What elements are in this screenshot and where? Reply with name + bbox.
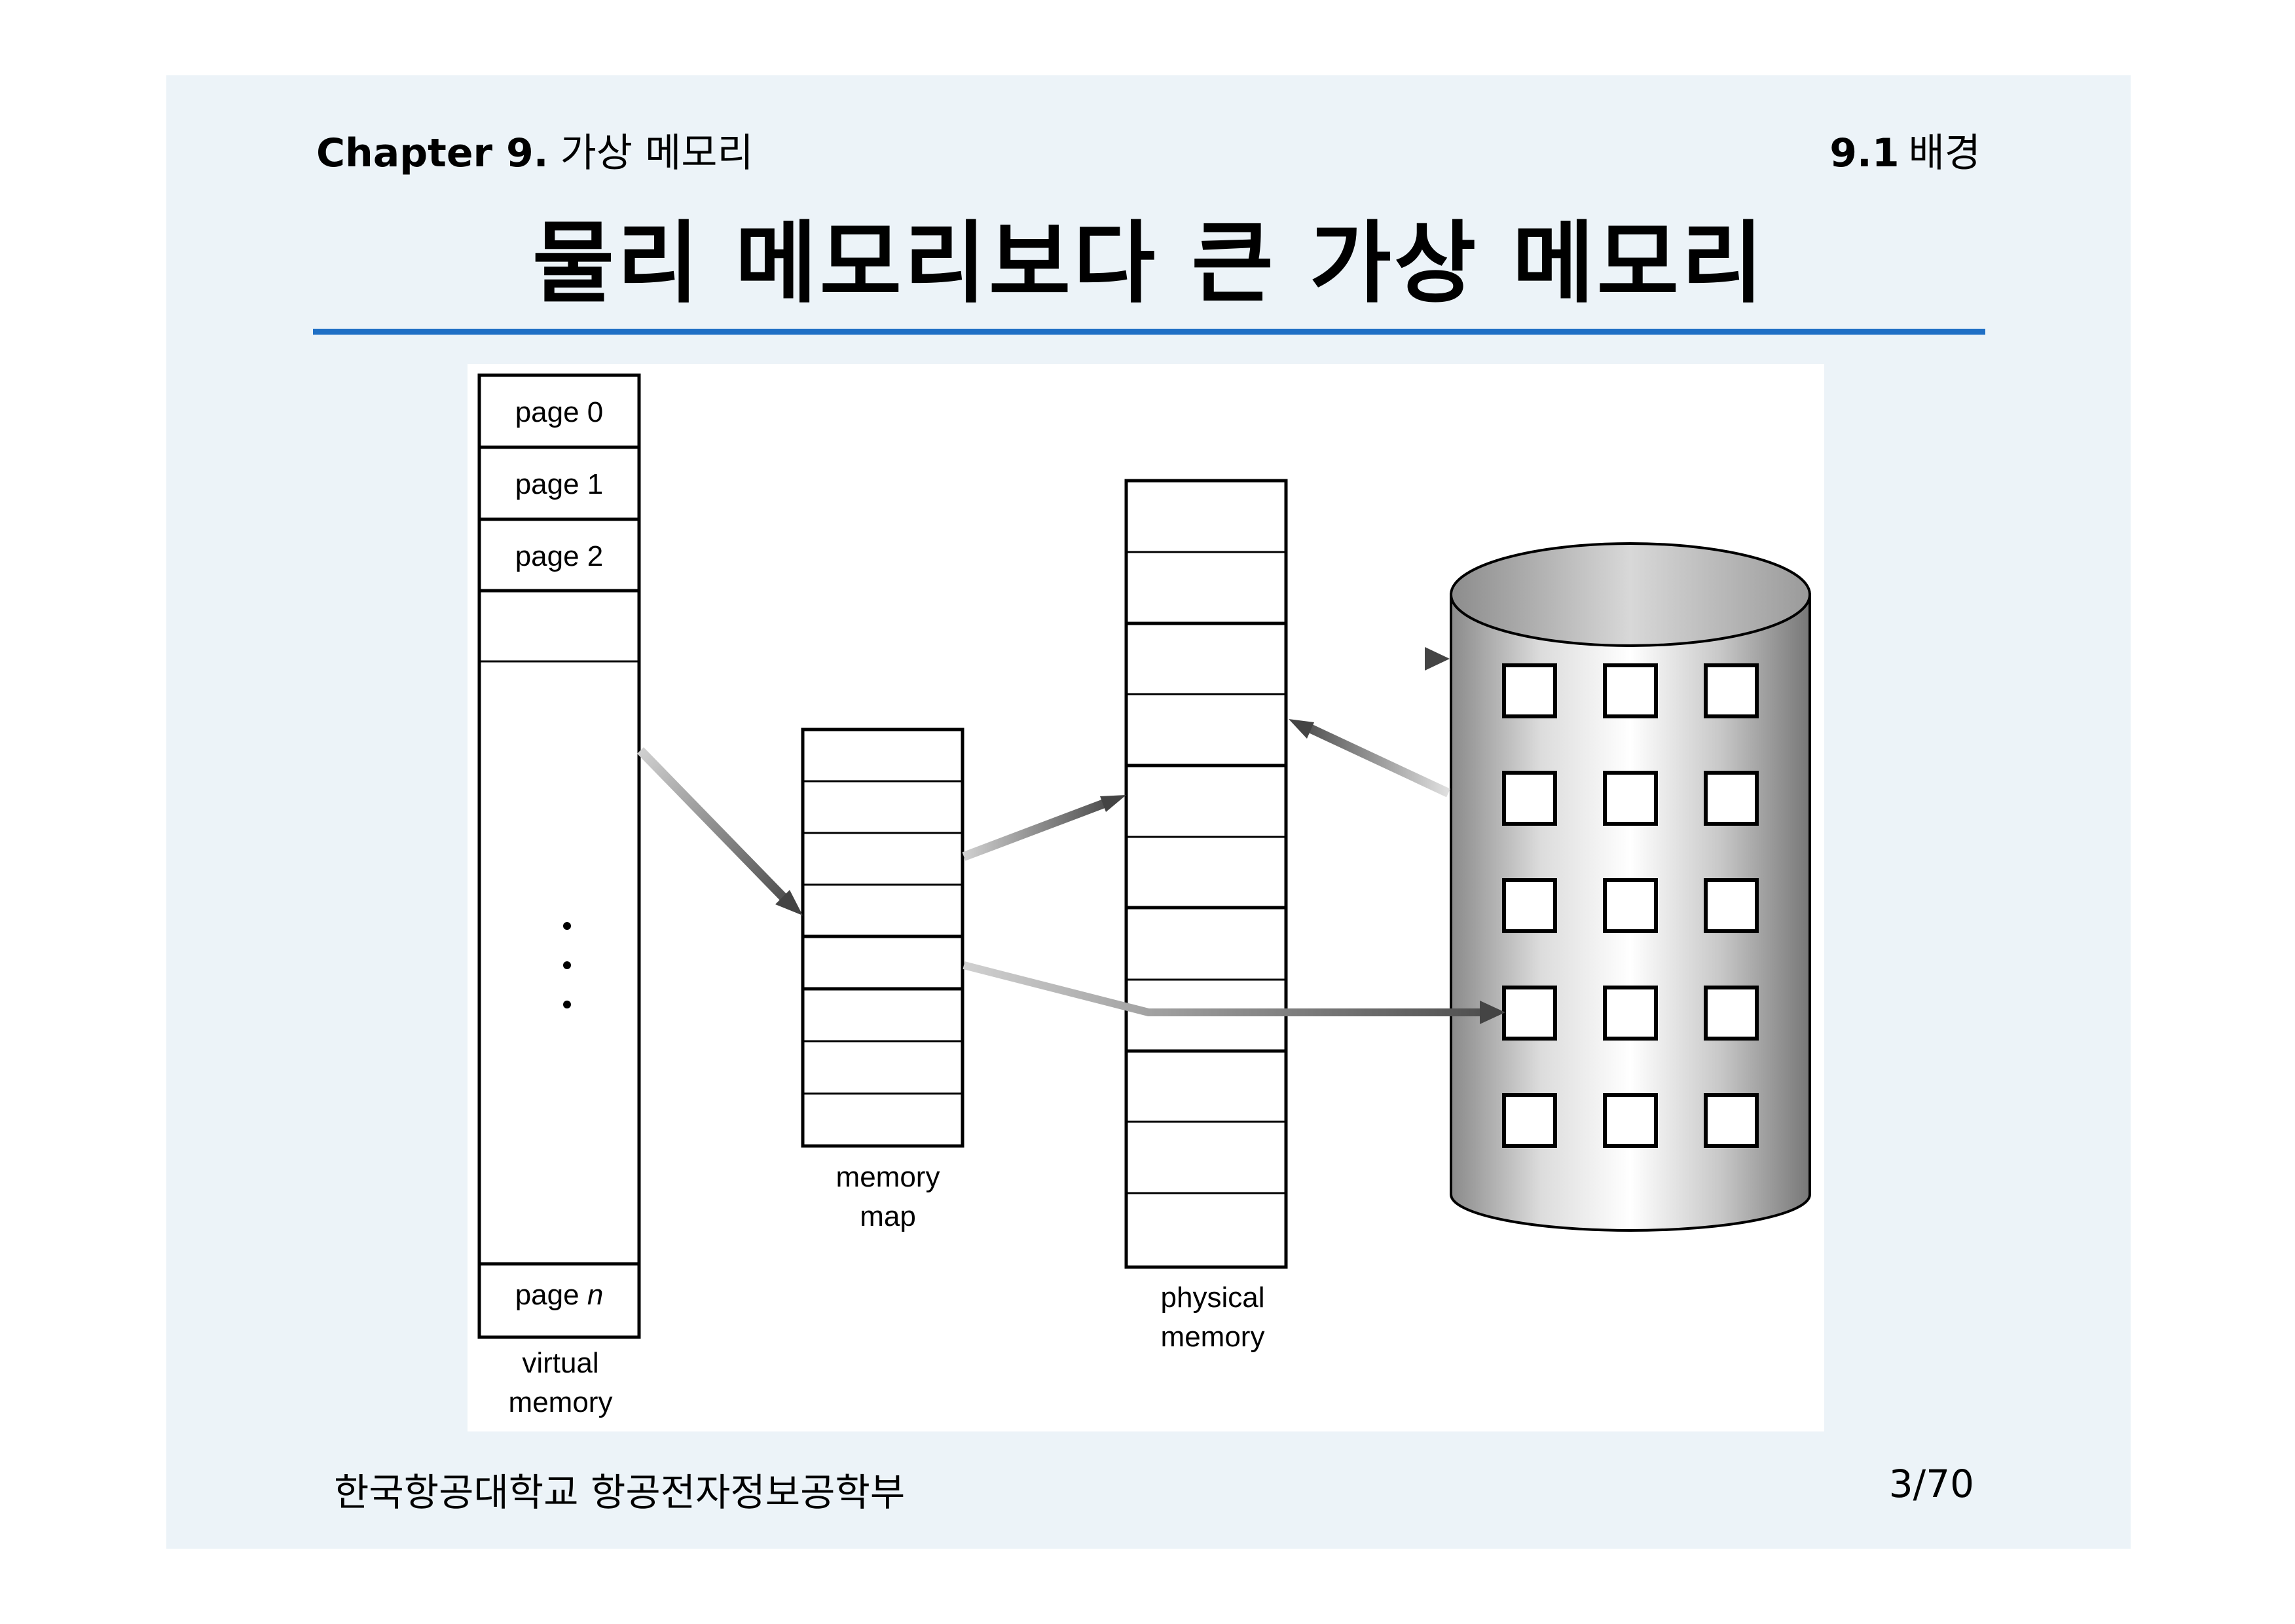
chapter-header: Chapter 9.가상 메모리 [316,121,754,178]
ellipsis-dot [563,1001,571,1008]
vm-page-1: page 1 [515,468,604,500]
arrowhead-icon [1100,795,1126,812]
disk-blocks [1502,663,1759,1148]
physical-memory-label-1: physical [1161,1282,1265,1314]
arrow-map-to-physical [962,798,1108,861]
vm-page-2: page 2 [515,540,604,572]
virtual-memory-diagram: page 0 page 1 page 2 page n virtual memo… [477,373,1811,1418]
page-number: 3/70 [1888,1462,1974,1506]
mapping-arrows [636,647,1505,1024]
physical-memory-label-2: memory [1161,1321,1265,1353]
memory-map-label-2: map [860,1200,916,1232]
memory-map-label-1: memory [836,1161,940,1193]
section-title: 배경 [1908,130,1981,176]
chapter-title: 가상 메모리 [560,130,754,176]
physical-memory-column: physical memory [1124,479,1288,1353]
arrowhead-icon [1289,719,1314,739]
arrowhead-icon [775,890,803,915]
ellipsis-dot [563,922,571,930]
slide-title: 물리 메모리보다 큰 가상 메모리 [532,212,1766,316]
memory-map-table: memory map [801,728,964,1232]
chapter-label: Chapter 9. [316,130,549,176]
diagram-panel: page 0 page 1 page 2 page n virtual memo… [468,364,1824,1431]
arrow-vm-to-map [636,747,790,903]
title-divider [313,329,1985,335]
ellipsis-dot [563,961,571,969]
arrowhead-icon [1480,1001,1505,1024]
virtual-memory-column: page 0 page 1 page 2 page n virtual memo… [477,373,641,1418]
arrow-disk-to-physical [1306,723,1450,798]
virtual-memory-label-1: virtual [522,1347,598,1379]
vm-page-n: page n [515,1279,604,1311]
section-number: 9.1 [1829,130,1900,176]
disk-storage-icon [1450,542,1811,1232]
arrow-map-to-disk [963,961,1480,1016]
arrowhead-icon [1425,647,1450,671]
vm-page-0: page 0 [515,396,604,428]
footer-institution: 한국항공대학교 항공전자정보공학부 [334,1470,906,1515]
virtual-memory-label-2: memory [509,1386,613,1418]
